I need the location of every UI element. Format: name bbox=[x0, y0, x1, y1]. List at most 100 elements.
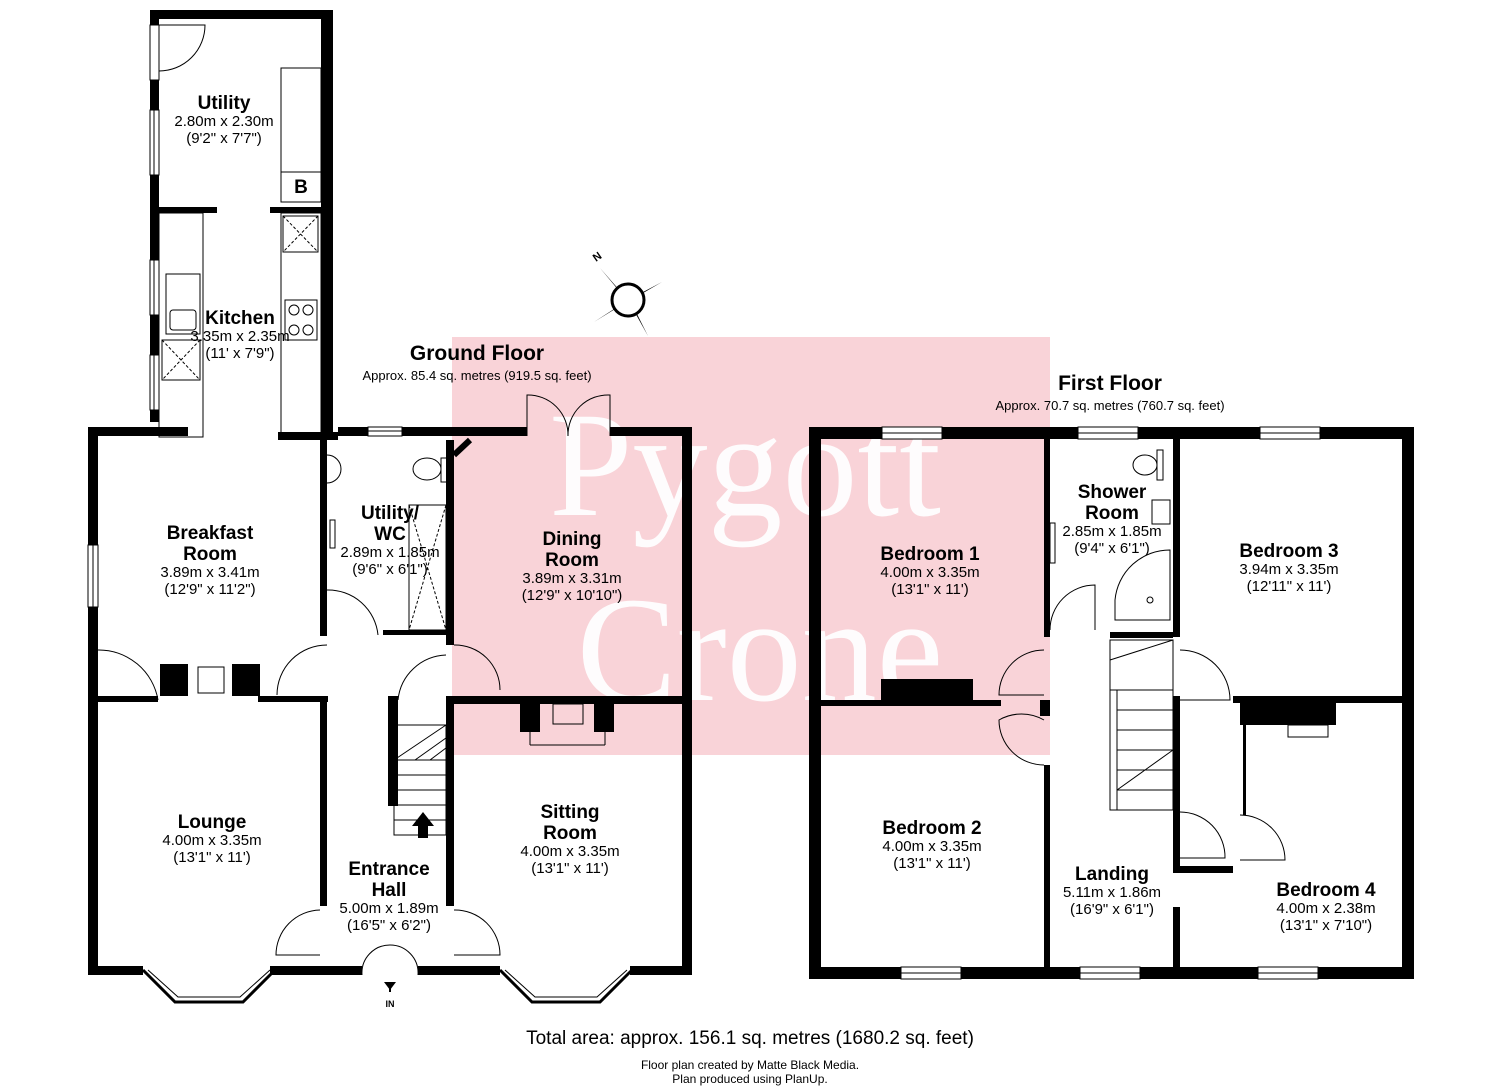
room-imperial-bedroom3: (12'11" x 11') bbox=[1247, 578, 1332, 595]
chimney-breast bbox=[881, 679, 973, 700]
compass-icon: N bbox=[591, 250, 662, 336]
plan-line bbox=[288, 324, 300, 336]
wall bbox=[446, 440, 454, 645]
door-swing bbox=[453, 909, 501, 956]
plan-line bbox=[282, 215, 319, 253]
wall bbox=[418, 966, 500, 975]
radiator bbox=[329, 519, 336, 549]
basin bbox=[326, 454, 342, 484]
wall-segment bbox=[1040, 700, 1050, 716]
front-door-swing bbox=[361, 944, 419, 976]
worktop bbox=[280, 212, 322, 438]
wall-segment bbox=[1243, 725, 1246, 815]
room-imperial-shower: (9'4" x 6'1") bbox=[1074, 540, 1150, 557]
ground-floor-area: Approx. 85.4 sq. metres (919.5 sq. feet) bbox=[362, 368, 591, 383]
boiler-label: B bbox=[294, 177, 308, 198]
wall-segment bbox=[821, 700, 1001, 706]
bay-window bbox=[147, 969, 271, 998]
door-swing bbox=[397, 654, 447, 701]
shower-tray bbox=[408, 504, 447, 631]
plan-line bbox=[1116, 749, 1174, 791]
room-metric-lounge: 4.00m x 3.35m bbox=[162, 832, 261, 849]
door-swing bbox=[1179, 649, 1231, 701]
wall bbox=[270, 207, 321, 213]
chimney-breast bbox=[594, 704, 614, 732]
chimney-breast bbox=[1240, 703, 1336, 725]
worktop bbox=[158, 212, 204, 438]
wall-segment bbox=[1173, 696, 1180, 866]
room-imperial-bedroom4: (13'1" x 7'10") bbox=[1280, 917, 1372, 934]
door-swing bbox=[97, 649, 159, 701]
room-imperial-bedroom1: (13'1" x 11') bbox=[891, 581, 968, 598]
wall bbox=[320, 440, 327, 636]
radiator bbox=[1049, 522, 1056, 564]
door-swing bbox=[567, 394, 611, 437]
first-floor-labels: First Floor Approx. 70.7 sq. metres (760… bbox=[880, 372, 1376, 934]
room-name-dining-1: Dining bbox=[542, 529, 601, 550]
room-name-bedroom4: Bedroom 4 bbox=[1276, 880, 1376, 901]
toilet bbox=[1132, 454, 1158, 476]
room-metric-shower: 2.85m x 1.85m bbox=[1062, 523, 1161, 540]
wall bbox=[320, 696, 327, 906]
wall-segment bbox=[1402, 427, 1414, 979]
door-swing bbox=[453, 644, 501, 691]
wall bbox=[278, 432, 338, 440]
wall bbox=[383, 630, 446, 635]
plan-line bbox=[288, 304, 300, 316]
room-imperial-utility: (9'2" x 7'7") bbox=[186, 130, 262, 147]
boiler bbox=[280, 171, 322, 203]
watermark: Pygott Crone bbox=[452, 337, 1050, 755]
wall-segment bbox=[1138, 427, 1260, 439]
door-swing bbox=[526, 394, 569, 437]
door-swing bbox=[326, 589, 379, 636]
room-name-sitting-1: Sitting bbox=[540, 802, 599, 823]
total-area: Total area: approx. 156.1 sq. metres (16… bbox=[526, 1028, 974, 1049]
room-name-shower-1: Shower bbox=[1078, 482, 1147, 503]
room-imperial-kitchen: (11' x 7'9") bbox=[205, 345, 274, 362]
compass-north-label: N bbox=[591, 250, 604, 264]
room-metric-dining: 3.89m x 3.31m bbox=[522, 570, 621, 587]
watermark-line2: Crone bbox=[577, 567, 944, 733]
plan-line bbox=[414, 737, 447, 761]
room-metric-bedroom3: 3.94m x 3.35m bbox=[1239, 561, 1338, 578]
wall bbox=[88, 427, 98, 974]
room-name-bedroom3: Bedroom 3 bbox=[1239, 541, 1338, 562]
entry-label: IN bbox=[386, 999, 395, 1009]
wall bbox=[88, 966, 143, 975]
room-metric-kitchen: 3.35m x 2.35m bbox=[190, 328, 289, 345]
room-metric-sitting: 4.00m x 3.35m bbox=[520, 843, 619, 860]
plan-line bbox=[1109, 639, 1174, 661]
wall bbox=[98, 696, 158, 702]
ground-floor-title: Ground Floor bbox=[410, 342, 544, 365]
wall bbox=[321, 10, 333, 440]
chimney-breast bbox=[160, 664, 188, 696]
appliance bbox=[161, 339, 201, 381]
hob bbox=[284, 299, 318, 341]
room-name-entrance-2: Hall bbox=[372, 880, 407, 901]
ground-floor-labels: Utility 2.80m x 2.30m (9'2" x 7'7") B Ki… bbox=[160, 93, 622, 1009]
sink bbox=[165, 273, 201, 335]
toilet bbox=[412, 457, 442, 481]
credit-line-2: Plan produced using PlanUp. bbox=[672, 1072, 827, 1086]
bay-window bbox=[498, 968, 634, 1004]
wall-segment bbox=[1044, 765, 1050, 967]
wall-segment bbox=[942, 427, 1078, 439]
wall-segment bbox=[1173, 866, 1233, 873]
bay-window bbox=[141, 968, 277, 1004]
wall bbox=[402, 427, 527, 436]
plan-line bbox=[610, 282, 646, 318]
door bbox=[149, 24, 160, 81]
room-metric-entrance: 5.00m x 1.89m bbox=[339, 900, 438, 917]
chimney-breast bbox=[232, 664, 260, 696]
stair-arrow-icon bbox=[412, 812, 434, 838]
plan-line bbox=[1146, 596, 1154, 604]
wall-segment bbox=[809, 427, 821, 979]
room-metric-breakfast: 3.89m x 3.41m bbox=[160, 564, 259, 581]
fireplace bbox=[552, 703, 584, 725]
chimney-breast bbox=[520, 704, 540, 732]
room-imperial-landing: (16'9" x 6'1") bbox=[1070, 901, 1154, 918]
plan-line bbox=[429, 747, 447, 761]
wall bbox=[630, 966, 692, 975]
plan-line bbox=[408, 504, 447, 631]
wall-segment bbox=[1109, 639, 1174, 811]
